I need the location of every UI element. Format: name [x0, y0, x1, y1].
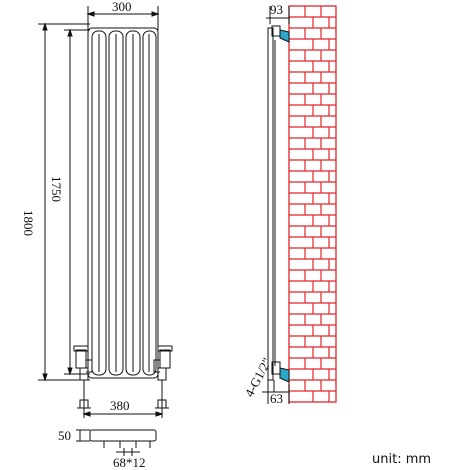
radiator-panel — [108, 30, 124, 376]
pipe-centres-label: 380 — [110, 398, 130, 413]
bracket-dimension — [116, 448, 140, 456]
radiator-panel — [142, 30, 157, 376]
brick-pattern — [289, 6, 336, 402]
width-label: 300 — [112, 0, 132, 14]
bracket-label: 68*12 — [113, 455, 146, 470]
front-view — [38, 6, 173, 418]
panel-height-label: 1750 — [49, 176, 64, 202]
radiator-side-profile — [267, 27, 274, 381]
radiator-panels — [91, 30, 157, 376]
radiator-panel — [125, 30, 141, 376]
radiator-outline — [87, 27, 159, 379]
side-view — [262, 5, 337, 404]
radiator-panel — [91, 30, 107, 376]
panel-height-dimension — [64, 28, 90, 376]
total-height-label: 1800 — [21, 210, 36, 236]
width-dimension — [86, 6, 160, 30]
bottom-profile — [89, 429, 157, 442]
unit-label: unit: mm — [372, 452, 432, 467]
top-offset-dimension — [266, 6, 290, 24]
bottom-view — [76, 429, 157, 456]
depth-label: 50 — [58, 428, 71, 443]
depth-dimension — [76, 429, 90, 442]
top-offset-label: 93 — [270, 2, 283, 17]
pipe-centres-dimension — [82, 392, 164, 418]
top-wall-bracket — [271, 25, 290, 43]
total-height-dimension — [38, 22, 90, 382]
bottom-offset-dimension — [262, 384, 290, 404]
bottom-offset-label: 63 — [270, 391, 283, 406]
